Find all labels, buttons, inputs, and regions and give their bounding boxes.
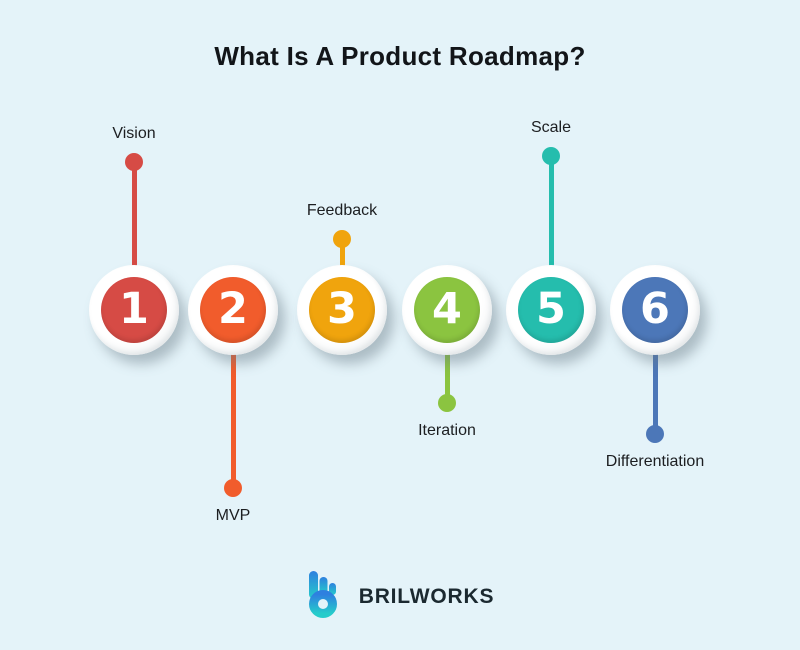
step-circle: 6 [610, 265, 700, 355]
step-dot [333, 230, 351, 248]
step-dot [542, 147, 560, 165]
step-circle-fill: 6 [622, 277, 688, 343]
brilworks-b-icon [308, 571, 337, 618]
step-number: 4 [432, 283, 462, 334]
step-circle-fill: 3 [309, 277, 375, 343]
step-label: Feedback [306, 202, 378, 219]
step-connector-line [548, 156, 554, 267]
step-label: Iteration [418, 422, 476, 439]
step-dot [125, 153, 143, 171]
step-connector-line [444, 353, 450, 403]
step-circle-fill: 2 [200, 277, 266, 343]
step-number: 1 [119, 283, 149, 334]
step-circle-fill: 1 [101, 277, 167, 343]
step-connector-line [131, 162, 137, 267]
step-circle-fill: 4 [414, 277, 480, 343]
step-circle: 1 [89, 265, 179, 355]
step-number: 3 [327, 283, 357, 334]
step-circle-fill: 5 [518, 277, 584, 343]
brilworks-logo: BRILWORKS [0, 571, 800, 618]
step-circle: 2 [188, 265, 278, 355]
step-dot [646, 425, 664, 443]
infographic-title: What Is A Product Roadmap? [214, 41, 586, 71]
step-connector-line [652, 353, 658, 434]
step-number: 2 [218, 283, 248, 334]
step-label: MVP [215, 507, 251, 524]
step-label: Vision [112, 125, 156, 142]
step-connector-line [339, 239, 345, 267]
step-circle: 4 [402, 265, 492, 355]
step-number: 6 [640, 283, 670, 334]
step-number: 5 [536, 283, 566, 334]
step-circle: 3 [297, 265, 387, 355]
step-dot [224, 479, 242, 497]
brilworks-wordmark: BRILWORKS [358, 584, 495, 608]
step-label: Scale [530, 119, 572, 136]
step-connector-line [230, 353, 236, 488]
step-label: Differentiation [605, 453, 705, 470]
step-dot [438, 394, 456, 412]
step-circle: 5 [506, 265, 596, 355]
